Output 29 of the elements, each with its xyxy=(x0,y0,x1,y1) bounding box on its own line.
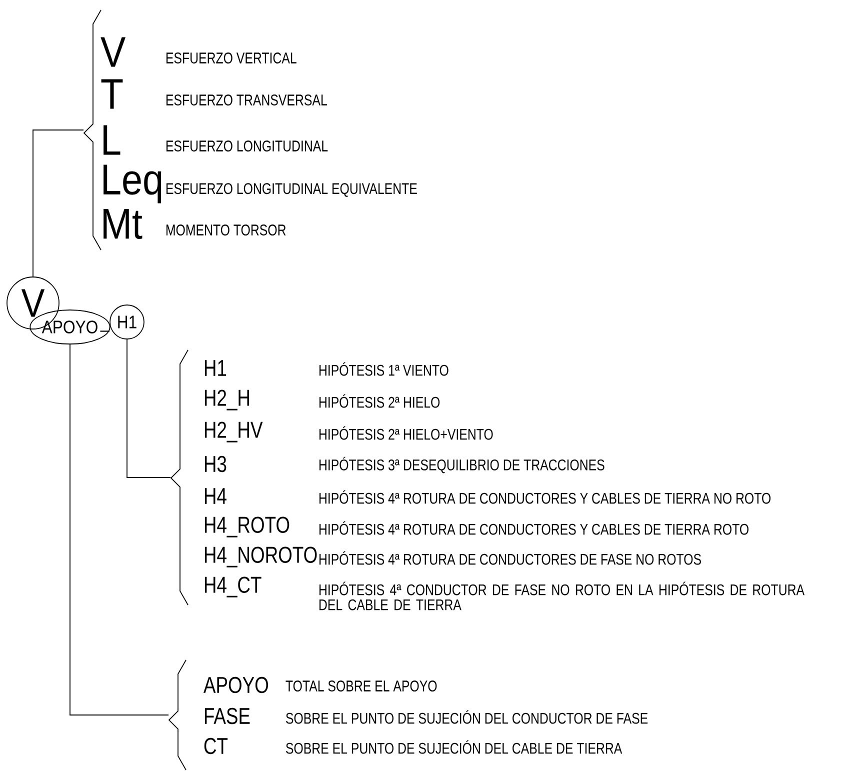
description-text: HIPÓTESIS 4ª ROTURA DE CONDUCTORES Y CABLES DE TIERRA ROTO xyxy=(319,521,748,535)
description-text: TOTAL SOBRE EL APOYO xyxy=(286,680,437,692)
connector-line xyxy=(70,344,169,716)
description-text: HIPÓTESIS 4ª CONDUCTOR DE FASE NO ROTO EN LA HIPÓTESIS DE ROTURA DEL CABLE DE TIERRA xyxy=(319,582,804,610)
curly-brace xyxy=(170,350,188,606)
quantity-symbol: Leq xyxy=(104,164,162,204)
curly-brace xyxy=(168,660,186,770)
description-text: ESFUERZO LONGITUDINAL EQUIVALENTE xyxy=(166,183,417,197)
description-text: HIPÓTESIS 2ª HIELO xyxy=(319,394,440,408)
description-text: HIPÓTESIS 3ª DESEQUILIBRIO DE TRACCIONES xyxy=(319,456,604,474)
quantity-symbol: V xyxy=(100,37,126,67)
description-text: HIPÓTESIS 2ª HIELO+VIENTO xyxy=(319,426,493,440)
description-text: ESFUERZO LONGITUDINAL xyxy=(166,140,328,152)
description-text: SOBRE EL PUNTO DE SUJECIÓN DEL CABLE DE TIERRA xyxy=(286,740,622,754)
description-text: SOBRE EL PUNTO DE SUJECIÓN DEL CONDUCTOR DE FASE xyxy=(286,710,648,724)
connector-line xyxy=(32,130,84,277)
hypothesis-code: H4_CT xyxy=(204,576,262,598)
curly-brace xyxy=(83,10,102,250)
description-text: HIPÓTESIS 4ª ROTURA DE CONDUCTORES Y CABLES DE TIERRA NO ROTO xyxy=(319,490,771,504)
description-text: ESFUERZO TRANSVERSAL xyxy=(166,94,327,106)
hypothesis-code: H1 xyxy=(204,360,226,376)
quantity-symbol: L xyxy=(104,125,120,155)
description-text: HIPÓTESIS 4ª ROTURA DE CONDUCTORES DE FASE NO ROTOS xyxy=(319,551,701,565)
description-text: HIPÓTESIS 1ª VIENTO xyxy=(319,362,448,376)
description-text: ESFUERZO VERTICAL xyxy=(166,52,296,64)
quantity-symbol: Mt xyxy=(104,209,142,239)
description-text: MOMENTO TORSOR xyxy=(166,224,286,236)
connector-line xyxy=(126,339,171,478)
quantity-symbol: T xyxy=(101,79,123,109)
